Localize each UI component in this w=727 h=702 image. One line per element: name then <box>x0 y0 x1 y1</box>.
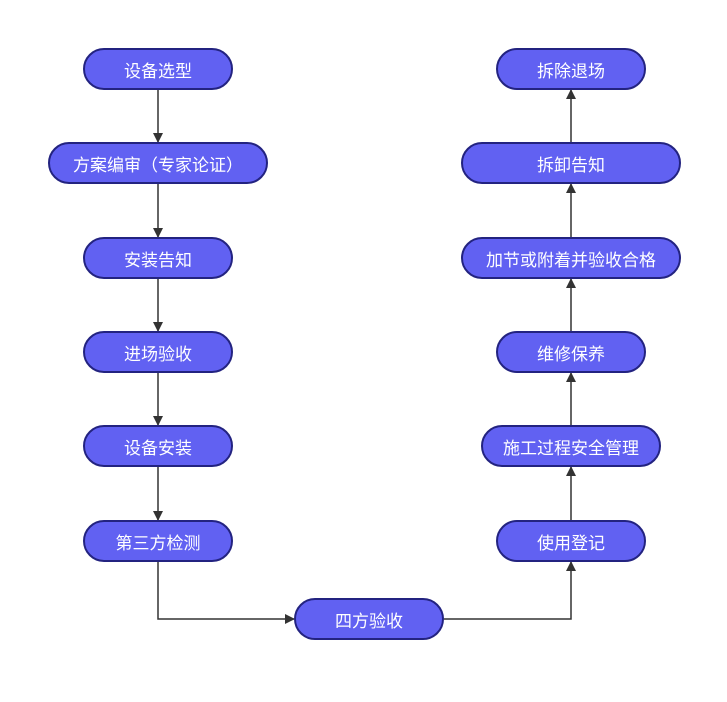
node-dismantle-notice: 拆卸告知 <box>461 142 681 184</box>
node-label: 拆卸告知 <box>537 155 605 176</box>
node-label: 使用登记 <box>537 533 605 554</box>
node-safety-management: 施工过程安全管理 <box>481 425 661 467</box>
node-plan-review: 方案编审（专家论证） <box>48 142 268 184</box>
node-maintenance: 维修保养 <box>496 331 646 373</box>
node-device-selection: 设备选型 <box>83 48 233 90</box>
node-jacking-acceptance: 加节或附着并验收合格 <box>461 237 681 279</box>
node-label: 进场验收 <box>124 344 192 365</box>
node-label: 安装告知 <box>124 250 192 271</box>
node-label: 加节或附着并验收合格 <box>486 250 656 271</box>
node-install-notice: 安装告知 <box>83 237 233 279</box>
node-label: 设备安装 <box>124 438 192 459</box>
node-third-party-test: 第三方检测 <box>83 520 233 562</box>
node-use-registration: 使用登记 <box>496 520 646 562</box>
node-label: 方案编审（专家论证） <box>73 155 243 176</box>
node-label: 拆除退场 <box>537 61 605 82</box>
flow-arrow-7 <box>444 561 576 620</box>
flow-arrow-6 <box>157 562 295 624</box>
node-four-party-acceptance: 四方验收 <box>294 598 444 640</box>
node-label: 四方验收 <box>335 611 403 632</box>
node-label: 第三方检测 <box>115 533 201 554</box>
node-dismantle-exit: 拆除退场 <box>496 48 646 90</box>
node-label: 维修保养 <box>537 344 605 365</box>
node-label: 施工过程安全管理 <box>503 438 639 459</box>
node-label: 设备选型 <box>124 61 192 82</box>
node-device-install: 设备安装 <box>83 425 233 467</box>
node-entry-inspection: 进场验收 <box>83 331 233 373</box>
